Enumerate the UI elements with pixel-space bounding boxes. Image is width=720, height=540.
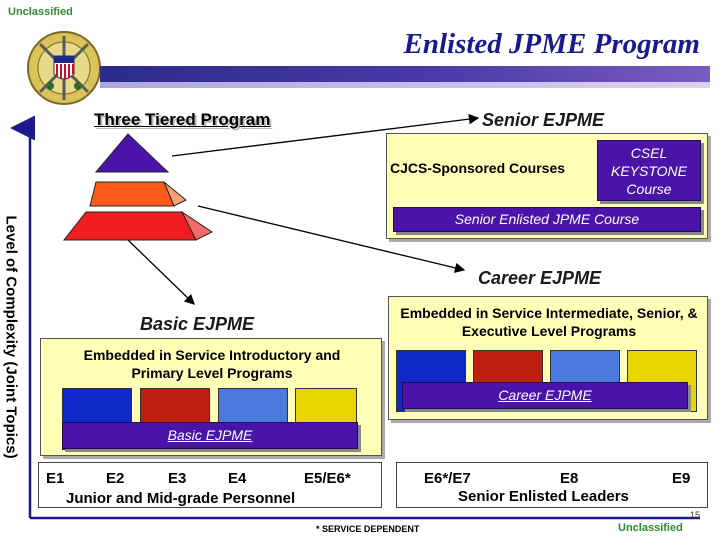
- grade-e8: E8: [560, 470, 579, 487]
- csel-keystone-course: CSEL KEYSTONE Course: [597, 140, 701, 201]
- service-dependent-note: * SERVICE DEPENDENT: [316, 524, 420, 534]
- axis-label: Level of Complexity (Joint Topics): [2, 215, 20, 459]
- grade-e5-e6: E5/E6*: [304, 470, 351, 487]
- career-ejpme-bar: Career EJPME: [402, 382, 688, 409]
- classification-bottom: Unclassified: [618, 522, 683, 534]
- senior-leaders-box: [396, 462, 708, 508]
- basic-heading: Basic EJPME: [140, 314, 255, 334]
- grade-e9: E9: [672, 470, 691, 487]
- junior-box: [38, 462, 382, 508]
- grade-e2: E2: [106, 470, 125, 487]
- senior-leaders-label: Senior Enlisted Leaders: [458, 488, 629, 505]
- grade-e4: E4: [228, 470, 247, 487]
- basic-description: Embedded in Service Introductory and Pri…: [83, 347, 341, 381]
- senior-enlisted-course-bar: Senior Enlisted JPME Course: [393, 207, 701, 232]
- pyramid-label: Three Tiered Program: [94, 110, 271, 129]
- page-number: 15: [690, 510, 701, 520]
- career-description: Embedded in Service Intermediate, Senior…: [400, 305, 698, 339]
- pyramid-middle-tier: [89, 181, 187, 207]
- senior-courses-label: CJCS-Sponsored Courses: [390, 160, 566, 176]
- title-divider-bar: [100, 66, 710, 82]
- joint-staff-seal-icon: [27, 31, 101, 105]
- classification-top: Unclassified: [8, 6, 73, 18]
- basic-ejpme-bar: Basic EJPME: [62, 422, 358, 449]
- pyramid-bottom-tier: [62, 210, 213, 241]
- arrow-to-basic: [127, 239, 195, 305]
- grade-e1: E1: [46, 470, 65, 487]
- arrow-to-senior: [171, 113, 480, 157]
- grade-e6-e7: E6*/E7: [424, 470, 471, 487]
- career-heading: Career EJPME: [478, 268, 602, 288]
- senior-heading: Senior EJPME: [482, 110, 605, 130]
- career-ejpme-bar-label: Career EJPME: [498, 387, 592, 403]
- grade-e3: E3: [168, 470, 187, 487]
- basic-ejpme-bar-label: Basic EJPME: [167, 427, 253, 443]
- pyramid-top-tier: [94, 133, 170, 173]
- junior-personnel-label: Junior and Mid-grade Personnel: [66, 490, 296, 507]
- arrow-to-career: [197, 205, 466, 273]
- page-title: Enlisted JPME Program: [403, 28, 701, 60]
- title-divider-shadow: [100, 82, 710, 88]
